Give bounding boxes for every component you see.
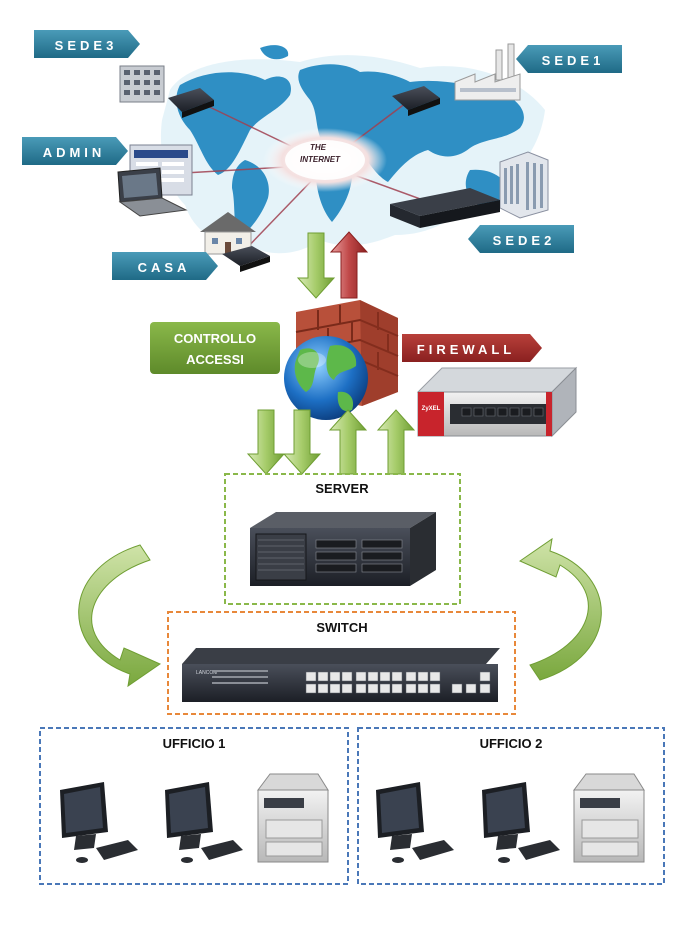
office1-monitor-icon-1 — [60, 782, 138, 863]
label-casa-text: CASA — [138, 260, 191, 275]
switch-box: SWITCH LANCOM — [167, 611, 516, 715]
switch-label: SWITCH — [316, 620, 367, 635]
label-admin-text: ADMIN — [43, 145, 106, 160]
switch-brand: LANCOM — [196, 670, 217, 676]
sede2-network-device-icon — [390, 188, 500, 228]
label-admin: ADMIN — [22, 137, 128, 165]
cloud-line2: INTERNET — [300, 155, 341, 164]
server-label: SERVER — [315, 481, 369, 496]
upload-arrow-icon — [329, 231, 369, 299]
cloud-line1: THE — [310, 143, 327, 152]
down-arrow-icon-1 — [246, 409, 286, 475]
sede1-modem-icon — [392, 86, 440, 116]
casa-modem-icon — [222, 246, 270, 272]
up-arrow-icon-1 — [328, 409, 368, 475]
server-box: SERVER — [224, 473, 461, 605]
office2-label: UFFICIO 2 — [480, 736, 543, 751]
office1-monitor-icon-2 — [165, 782, 243, 863]
down-arrow-icon-2 — [282, 409, 322, 475]
office2-printer-icon — [573, 773, 645, 863]
label-access-control: CONTROLLO ACCESSI — [150, 322, 280, 374]
office1-label: UFFICIO 1 — [163, 736, 226, 751]
internet-cloud: THE INTERNET — [263, 128, 387, 192]
label-sede3-text: SEDE3 — [55, 38, 118, 53]
office1-box: UFFICIO 1 — [39, 727, 349, 885]
left-curved-arrow-icon — [78, 544, 162, 688]
download-arrow-icon — [296, 232, 336, 299]
sede2-building-icon — [499, 151, 549, 219]
admin-laptop-icon — [117, 167, 188, 217]
label-sede1: SEDE1 — [516, 45, 622, 73]
server-rack-icon — [250, 512, 436, 586]
office2-monitor-icon-2 — [482, 782, 560, 863]
office2-box: UFFICIO 2 — [357, 727, 665, 885]
sede3-building-icon — [119, 65, 165, 103]
firewall-appliance-icon: ZyXEL — [416, 366, 578, 438]
up-arrow-icon-2 — [376, 409, 416, 475]
office1-printer-icon — [257, 773, 329, 863]
sede1-factory-icon — [454, 43, 521, 101]
sede3-modem-icon — [168, 88, 214, 118]
label-firewall: FIREWALL — [402, 334, 542, 362]
label-casa: CASA — [112, 252, 218, 280]
office2-monitor-icon-1 — [376, 782, 454, 863]
label-sede3: SEDE3 — [34, 30, 140, 58]
label-firewall-text: FIREWALL — [417, 342, 515, 357]
label-sede2-text: SEDE2 — [493, 233, 556, 248]
firewall-brand: ZyXEL — [422, 406, 441, 412]
access-control-line1: CONTROLLO — [174, 331, 256, 346]
label-sede1-text: SEDE1 — [542, 53, 605, 68]
network-switch-icon: LANCOM — [182, 648, 500, 702]
access-control-line2: ACCESSI — [186, 352, 244, 367]
globe-icon — [284, 336, 368, 420]
label-sede2: SEDE2 — [468, 225, 574, 253]
right-curved-arrow-icon — [518, 537, 602, 681]
